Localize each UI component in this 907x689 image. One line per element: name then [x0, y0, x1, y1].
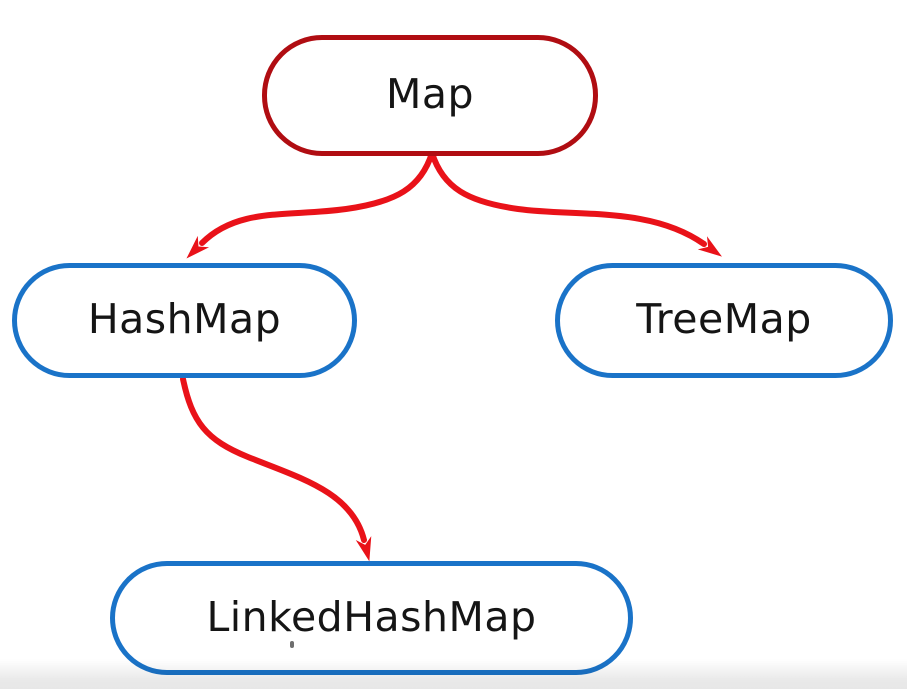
edge-map-to-treemap — [429, 150, 723, 257]
node-linkedhashmap: LinkedHashMap — [110, 561, 633, 675]
node-treemap-label: TreeMap — [636, 295, 812, 343]
node-map: Map — [262, 35, 598, 156]
edge-hashmap-to-linkedhashmap — [180, 376, 372, 562]
stray-mark — [290, 641, 294, 648]
node-treemap: TreeMap — [555, 263, 893, 378]
node-hashmap-label: HashMap — [87, 295, 282, 343]
node-linkedhashmap-label: LinkedHashMap — [206, 592, 537, 641]
edge-map-to-hashmap — [186, 150, 435, 259]
bottom-gradient-band — [0, 659, 907, 689]
node-map-label: Map — [385, 70, 475, 118]
node-hashmap: HashMap — [12, 263, 357, 378]
